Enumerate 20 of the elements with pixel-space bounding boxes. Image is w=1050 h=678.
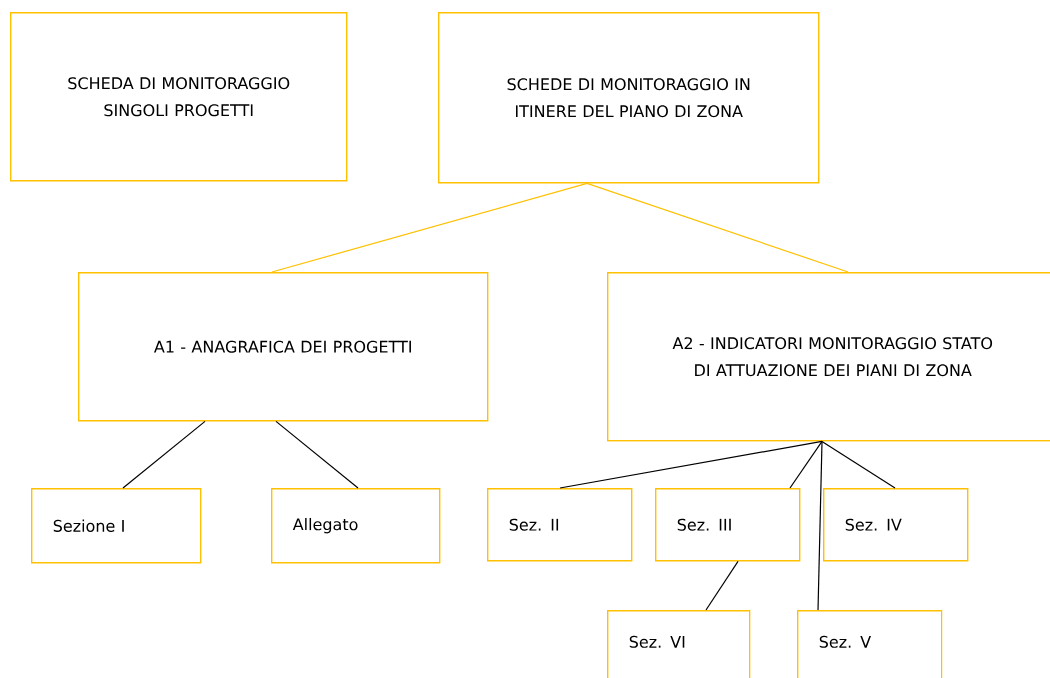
connector-line xyxy=(275,420,359,489)
connector-line xyxy=(705,560,739,611)
connector-line xyxy=(586,182,849,273)
section-box: Sez. IV xyxy=(823,488,969,562)
connector-line xyxy=(817,440,823,611)
section-box: Sez. III xyxy=(655,488,801,562)
section-box: Allegato xyxy=(271,488,441,564)
process-box: A1 - ANAGRAFICA DEI PROGETTI xyxy=(78,272,489,422)
connector-line xyxy=(122,420,206,489)
process-box: A2 - INDICATORI MONITORAGGIO STATO DI ATTUAZIONE DEI PIANI DI ZONA xyxy=(607,272,1050,442)
connector-line xyxy=(559,440,823,489)
section-box: Sez. V xyxy=(797,610,943,678)
connector-line xyxy=(821,440,896,489)
process-box: SCHEDA DI MONITORAGGIO SINGOLI PROGETTI xyxy=(10,12,348,182)
connector-line xyxy=(789,440,823,489)
section-box: Sez. II xyxy=(487,488,633,562)
section-box: Sezione I xyxy=(31,488,202,564)
connector-line xyxy=(271,182,588,273)
process-box: SCHEDE DI MONITORAGGIO IN ITINERE DEL PIANO DI ZONA xyxy=(438,12,820,184)
section-box: Sez. VI xyxy=(607,610,751,678)
